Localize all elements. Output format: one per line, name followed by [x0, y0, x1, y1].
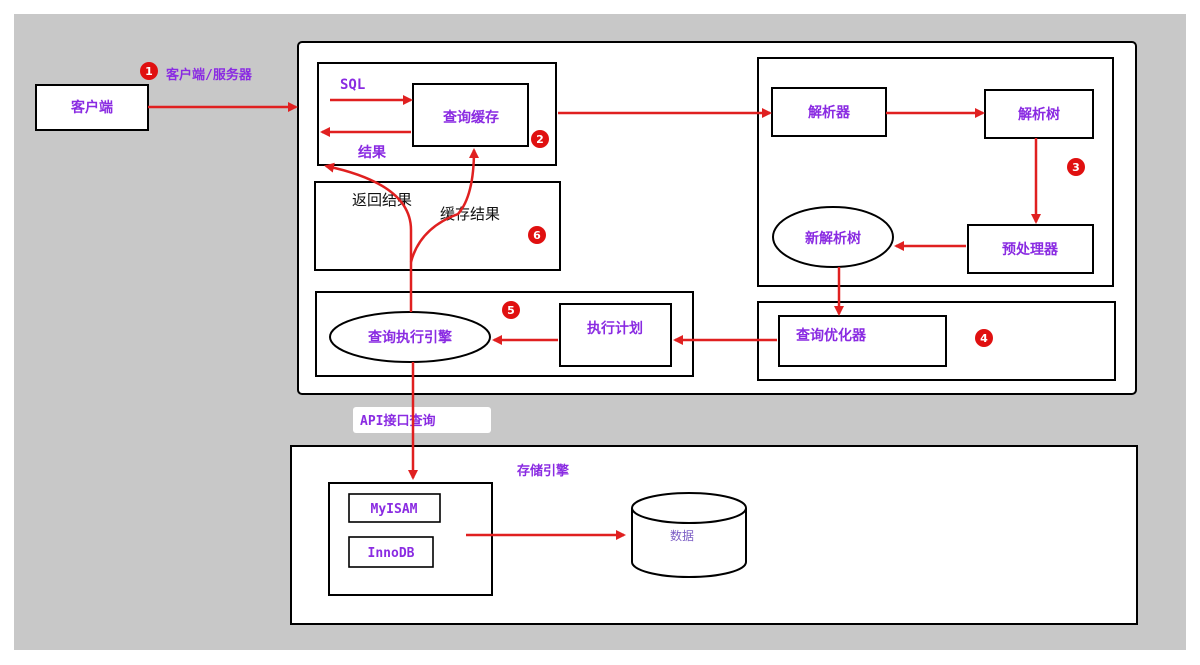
step-badge-6 [528, 226, 546, 244]
query-optimizer-label: 查询优化器 [796, 327, 867, 344]
step-2-text: 2 [536, 133, 544, 146]
myisam-label: MyISAM [371, 502, 418, 517]
query-optimizer-box [778, 315, 947, 367]
cache-result-label: 缓存结果 [440, 205, 500, 223]
result-label: 结果 [358, 144, 387, 161]
data-cylinder-body [631, 508, 747, 578]
step-1-text: 1 [145, 65, 153, 78]
step-badge-4 [975, 329, 993, 347]
data-cylinder-top [631, 492, 747, 524]
data-label: 数据 [670, 528, 694, 543]
new-parse-tree-ellipse [772, 206, 894, 268]
step-4-text: 4 [980, 332, 988, 345]
api-query-label: API接口查询 [360, 413, 435, 429]
client-label: 客户端 [70, 99, 113, 116]
execution-plan-box [559, 303, 672, 367]
return-result-label: 返回结果 [352, 191, 412, 209]
query-cache-label: 查询缓存 [443, 109, 499, 126]
client-box [35, 84, 149, 131]
preprocessor-label: 预处理器 [1002, 241, 1059, 258]
step-3-text: 3 [1072, 161, 1080, 174]
step-6-text: 6 [533, 229, 541, 242]
step-badge-3 [1067, 158, 1085, 176]
innodb-label: InnoDB [368, 546, 415, 561]
step-badge-1 [140, 62, 158, 80]
query-cache-box [412, 83, 529, 147]
arrow-engine-cache-result [409, 148, 479, 263]
arrow-engine-return-result [324, 162, 413, 312]
myisam-box [348, 493, 441, 523]
parser-label: 解析器 [808, 104, 851, 121]
parse-tree-box [984, 89, 1094, 139]
sql-label: SQL [340, 77, 365, 93]
result-region [314, 181, 561, 271]
step-5-text: 5 [507, 304, 515, 317]
step-badge-2 [531, 130, 549, 148]
client-server-label: 客户端/服务器 [166, 67, 253, 83]
preprocessor-box [967, 224, 1094, 274]
step-badge-5 [502, 301, 520, 319]
storage-engine-label: 存储引擎 [517, 463, 569, 479]
parse-tree-label: 解析树 [1018, 106, 1060, 123]
innodb-box [348, 536, 434, 568]
execution-plan-label: 执行计划 [587, 320, 643, 337]
flow-arrows [148, 95, 1041, 540]
api-label-box [353, 407, 491, 433]
query-engine-label: 查询执行引擎 [368, 329, 452, 346]
new-parse-tree-label: 新解析树 [805, 230, 861, 247]
